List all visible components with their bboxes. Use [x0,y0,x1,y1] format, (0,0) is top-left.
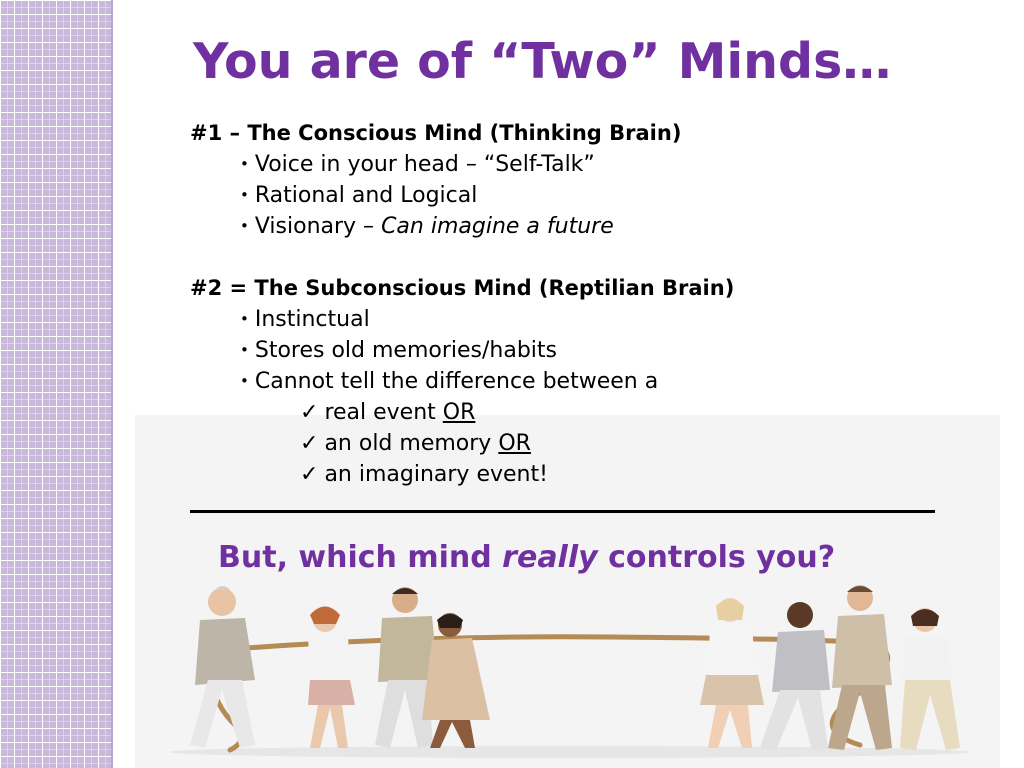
bullet-emphasis: Can imagine a future [381,214,614,239]
bullet-text: Visionary – [254,214,382,239]
bullet-item: • Rational and Logical [190,180,980,211]
question-text: But, which mind [218,540,503,575]
bullet-icon: • [240,186,249,204]
question-emphasis: really [502,540,598,575]
check-text: an imaginary event! [324,462,548,487]
bullet-text: Stores old memories/habits [254,338,558,363]
bullet-text: Voice in your head – “Self-Talk” [254,152,595,177]
slide-title: You are of “Two” Minds… [193,33,892,90]
bullet-icon: • [240,217,249,235]
question-text-end: controls you? [597,540,836,575]
decorative-side-strip [0,0,113,768]
check-text: real event [324,400,443,425]
bullet-text: Rational and Logical [254,183,478,208]
section-heading-conscious: #1 – The Conscious Mind (Thinking Brain) [190,121,682,145]
underlined-or: OR [442,400,476,425]
check-item: ✓an old memory OR [190,428,980,459]
section-heading-subconscious: #2 = The Subconscious Mind (Reptilian Br… [190,276,735,300]
check-item: ✓an imaginary event! [190,459,980,490]
underlined-or: OR [498,431,531,456]
checkmark-icon: ✓ [300,462,319,487]
bullet-item: • Instinctual [190,304,980,335]
check-item: ✓real event OR [190,397,980,428]
divider-rule [190,510,935,513]
tug-of-war-illustration [170,585,970,758]
slide-body: #1 – The Conscious Mind (Thinking Brain)… [190,118,980,490]
bullet-icon: • [240,310,249,328]
bullet-icon: • [240,341,249,359]
bullet-text: Instinctual [254,307,370,332]
bullet-item: • Cannot tell the difference between a [190,366,980,397]
check-text: an old memory [324,431,499,456]
checkmark-icon: ✓ [300,431,319,456]
bullet-item: • Stores old memories/habits [190,335,980,366]
bullet-icon: • [240,372,249,390]
bullet-item: • Visionary – Can imagine a future [190,211,980,242]
bullet-text: Cannot tell the difference between a [254,369,659,394]
bullet-icon: • [240,155,249,173]
closing-question: But, which mind really controls you? [218,536,938,580]
checkmark-icon: ✓ [300,400,319,425]
bullet-item: • Voice in your head – “Self-Talk” [190,149,980,180]
